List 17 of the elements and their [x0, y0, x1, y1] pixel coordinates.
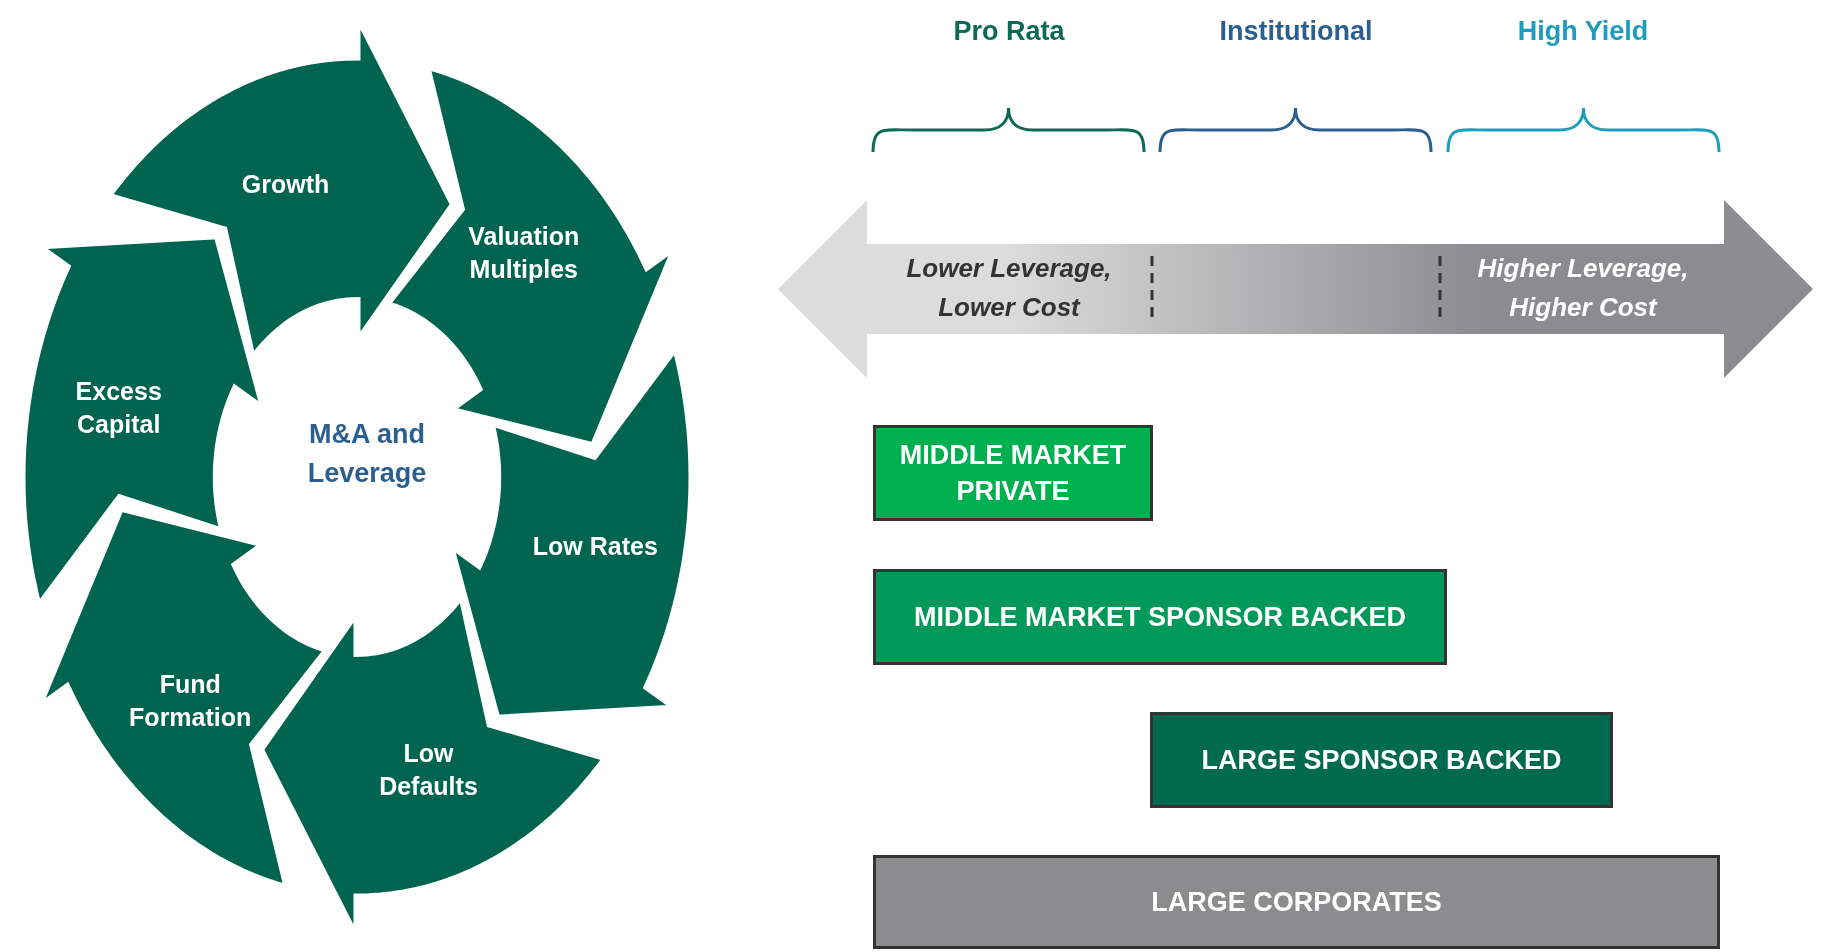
column-heading: Pro Rata	[953, 16, 1065, 47]
segment-label: Excess Capital	[43, 375, 194, 441]
category-bar: LARGE SPONSOR BACKED	[1150, 712, 1613, 808]
segment-label: Low Defaults	[353, 737, 504, 804]
arrow-label: Lower Leverage, Lower Cost	[905, 252, 1113, 324]
category-bar: MIDDLE MARKET SPONSOR BACKED	[873, 569, 1447, 665]
column-heading: Institutional	[1219, 16, 1373, 47]
segment-label: Low Rates	[520, 529, 671, 563]
segment-label: Fund Formation	[115, 668, 266, 735]
double-headed-arrow	[778, 200, 1813, 378]
arrow-label: Higher Leverage, Higher Cost	[1476, 252, 1690, 324]
segment-label: Valuation Multiples	[448, 219, 599, 286]
category-bar: LARGE CORPORATES	[873, 855, 1720, 949]
center-label: M&A and Leverage	[306, 418, 428, 490]
segment-label: Growth	[210, 167, 361, 201]
category-bar: MIDDLE MARKET PRIVATE	[873, 425, 1153, 521]
column-heading: High Yield	[1517, 16, 1649, 47]
